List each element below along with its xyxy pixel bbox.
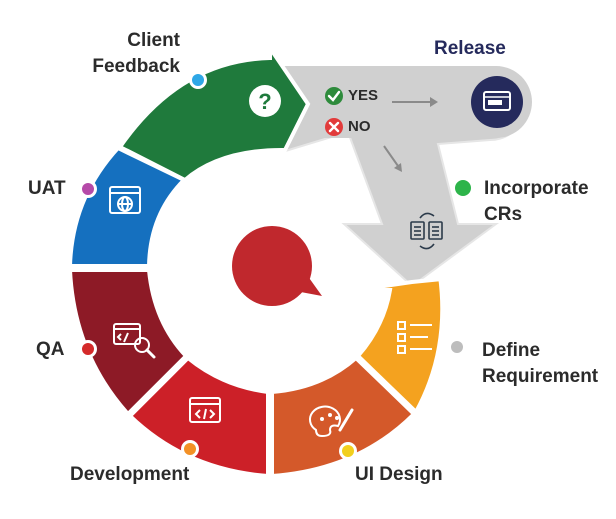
incorporate-crs-label: Incorporate CRs (484, 178, 589, 225)
ui-design-label: UI Design (355, 464, 443, 485)
document-swap-icon (410, 212, 443, 250)
yes-arrow (392, 97, 438, 107)
uat-dot (79, 180, 97, 198)
segment-client-feedback (117, 41, 311, 183)
yes-check-icon (325, 87, 343, 105)
no-cross-icon (325, 118, 343, 136)
qa-dot (79, 340, 97, 358)
segment-ui-design (270, 355, 417, 479)
release-label: Release (434, 38, 506, 59)
no-label: NO (348, 118, 371, 135)
client-feedback-dot (189, 71, 207, 89)
incorporate-crs-dot (455, 180, 471, 196)
speech-bubble-icon (232, 226, 322, 306)
segment-qa (67, 268, 189, 417)
define-requirement-dot (448, 338, 466, 356)
client-feedback-label: Client Feedback (92, 30, 180, 77)
development-dot (181, 440, 199, 458)
segment-define-requirement (355, 274, 473, 416)
development-label: Development (70, 464, 190, 485)
globe-window-icon (109, 186, 141, 214)
decision-symbol: ? (258, 89, 271, 114)
uat-label: UAT (28, 178, 66, 199)
question-icon: ? (249, 85, 281, 117)
yes-label: YES (348, 87, 379, 104)
qa-label: QA (36, 339, 65, 360)
define-requirement-label: Define Requirement (482, 340, 599, 387)
ui-design-dot (339, 442, 357, 460)
palette-brush-icon (309, 405, 354, 438)
checklist-icon (397, 321, 432, 354)
code-search-icon (113, 323, 156, 359)
website-window-icon (471, 76, 523, 128)
code-window-icon (189, 397, 221, 423)
no-arrow (383, 145, 402, 172)
